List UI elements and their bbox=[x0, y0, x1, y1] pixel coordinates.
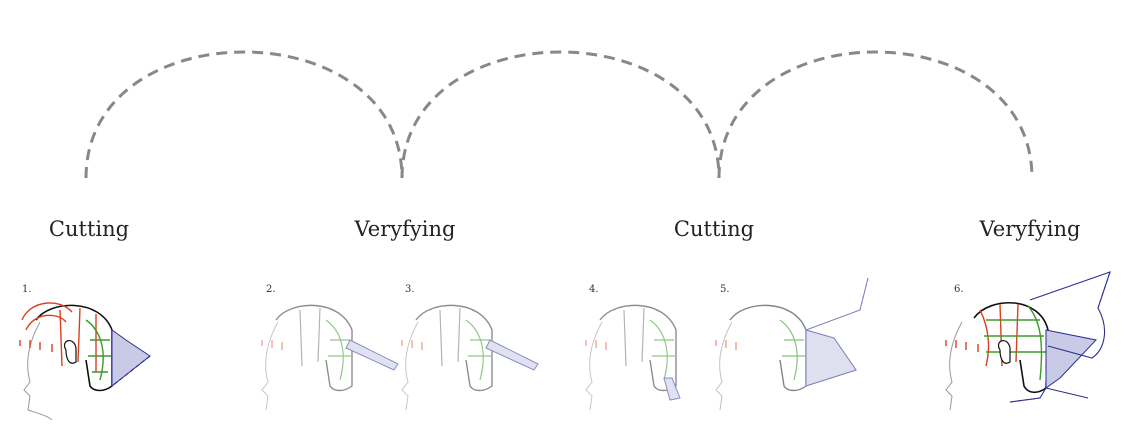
panel-number-6: 6. bbox=[954, 284, 964, 295]
head-illustration-6 bbox=[945, 271, 1111, 411]
head-illustration-1 bbox=[19, 302, 151, 421]
stage-label-cutting-2: Cutting bbox=[673, 217, 755, 241]
panel-number-2: 2. bbox=[266, 284, 276, 295]
head-illustration-3 bbox=[401, 304, 539, 411]
arc-3 bbox=[717, 50, 1034, 179]
panel-number-1: 1. bbox=[22, 284, 32, 295]
head-illustration-5 bbox=[715, 277, 869, 411]
panel-number-4: 4. bbox=[589, 284, 599, 295]
head-illustration-2 bbox=[261, 304, 399, 411]
arc-2 bbox=[400, 50, 721, 179]
stage-label-verifying-1: Veryfying bbox=[354, 217, 456, 241]
connector-arcs bbox=[84, 50, 1034, 179]
stage-label-cutting-1: Cutting bbox=[48, 217, 130, 241]
stage-label-verifying-2: Veryfying bbox=[979, 217, 1081, 241]
arc-1 bbox=[84, 50, 404, 179]
panel-number-3: 3. bbox=[405, 284, 415, 295]
panel-number-5: 5. bbox=[720, 284, 730, 295]
head-illustration-4 bbox=[585, 304, 681, 411]
